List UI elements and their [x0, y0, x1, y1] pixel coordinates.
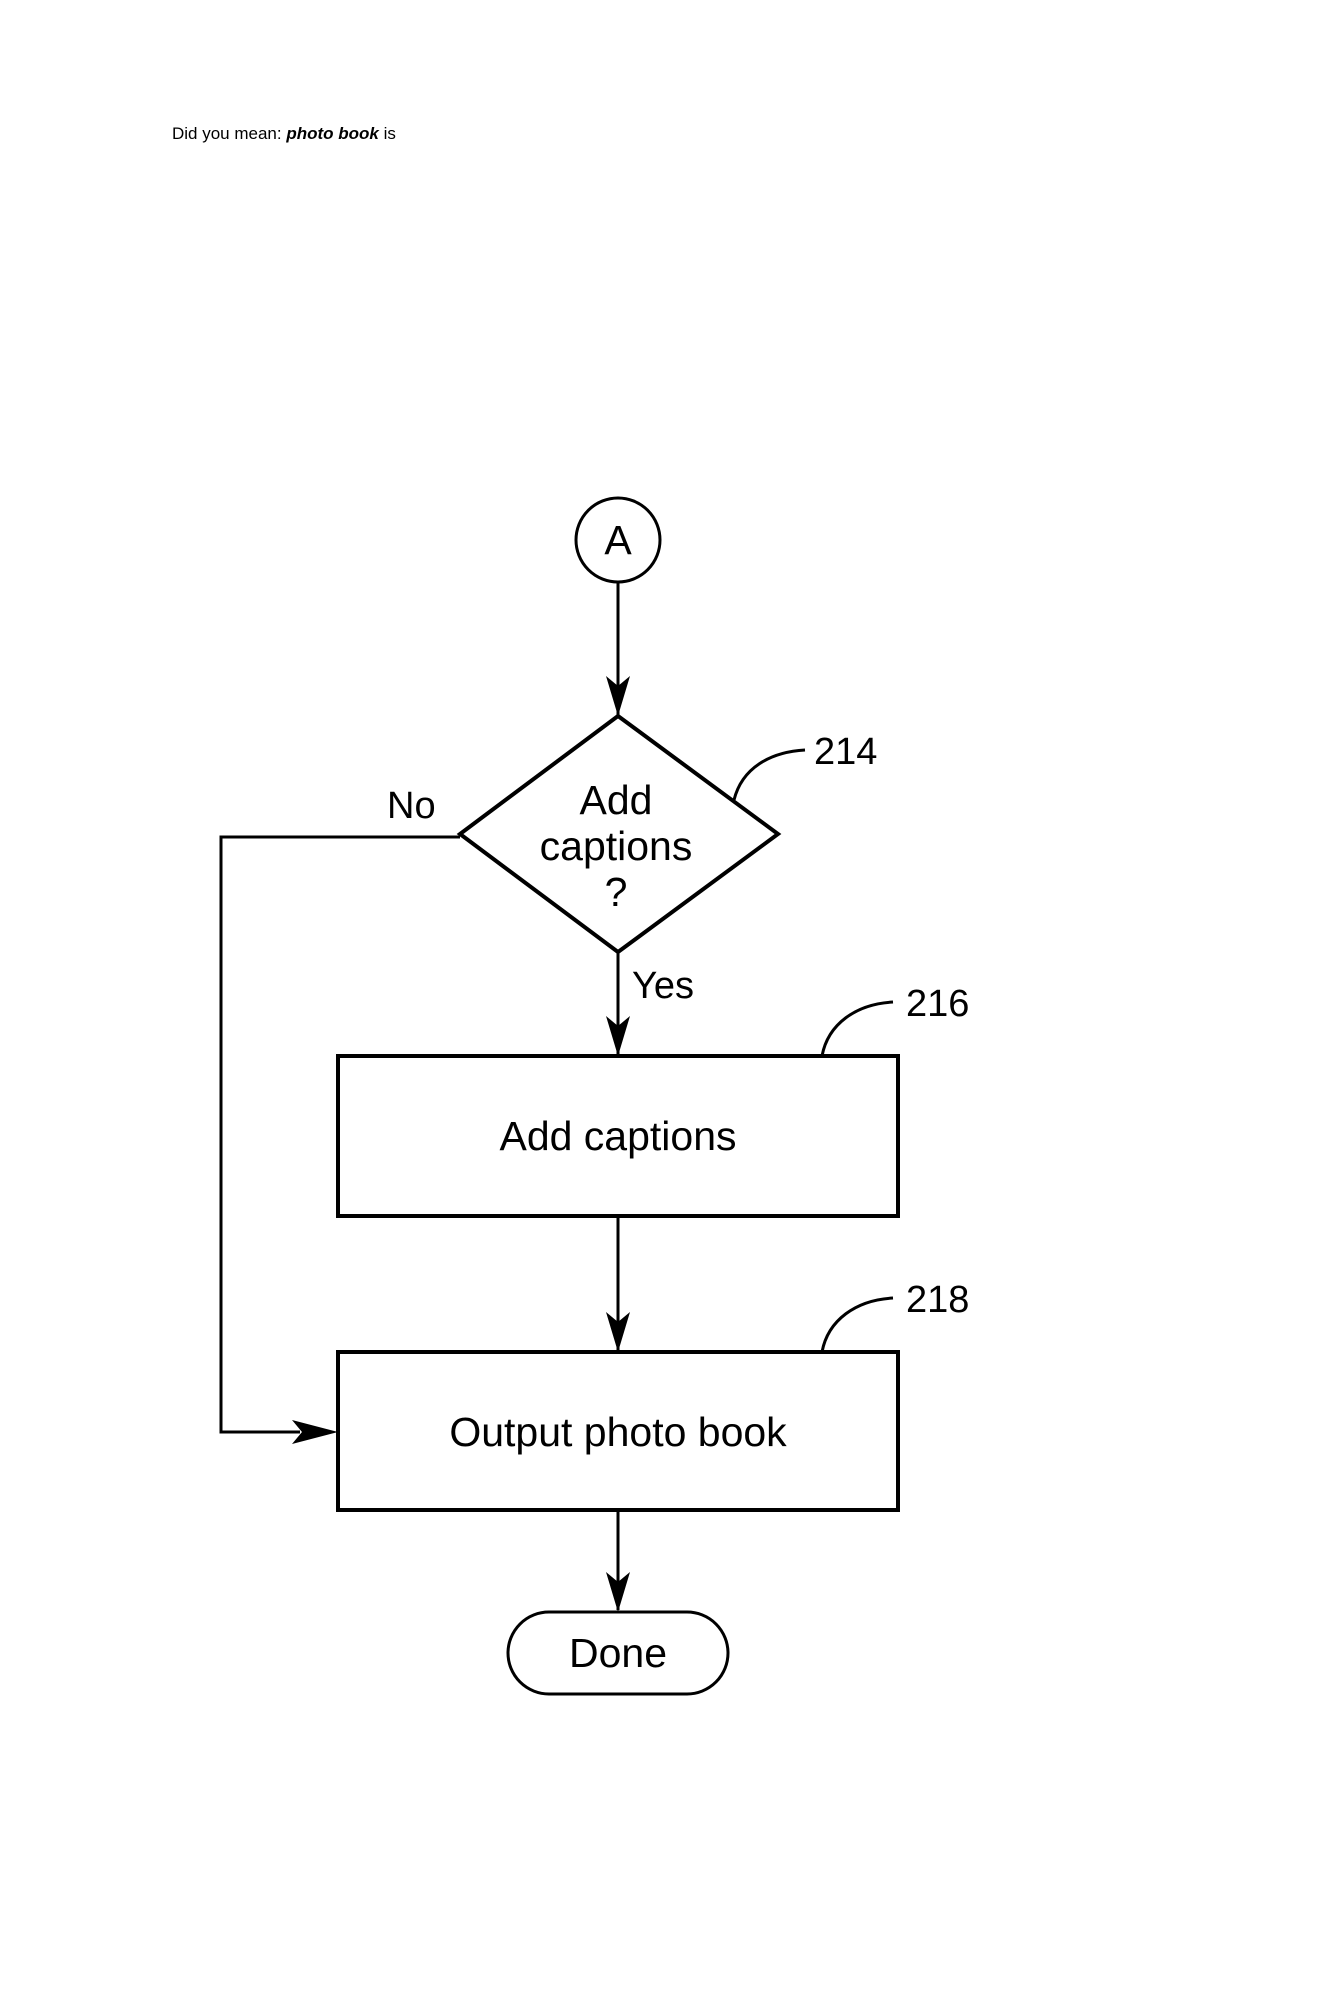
step-add-captions: Add captions [336, 1054, 900, 1218]
ref-214-leader [732, 748, 806, 801]
decision-line-1: Add [580, 777, 653, 823]
arrowhead-to-done [606, 1572, 630, 1612]
suggestion-prefix: Did you mean: [172, 124, 282, 143]
arrowhead-to-output [606, 1312, 630, 1352]
connector-a: A [574, 496, 662, 584]
terminal-done: Done [506, 1610, 730, 1696]
decision-line-2: captions [540, 823, 693, 869]
no-branch-arrowhead [292, 1420, 338, 1444]
connector-a-label: A [604, 517, 632, 563]
decision-add-captions: Add captions ? [456, 713, 782, 955]
suggestion-suffix: is [383, 124, 396, 143]
arrowhead-yes [606, 1016, 630, 1056]
ref-214: 214 [814, 731, 877, 773]
step-output-label: Output photo book [449, 1409, 787, 1455]
ref-218-leader [820, 1296, 894, 1353]
did-you-mean-suggestion: Did you mean: photo book is [172, 124, 396, 144]
step-output-photo-book: Output photo book [336, 1350, 900, 1512]
step-add-captions-label: Add captions [499, 1113, 736, 1159]
no-label: No [387, 785, 436, 827]
ref-216: 216 [906, 983, 969, 1025]
suggestion-term-link[interactable]: photo book [286, 124, 379, 143]
no-branch-path [219, 835, 460, 1434]
ref-216-leader [820, 1000, 894, 1057]
decision-line-3: ? [605, 869, 628, 915]
yes-label: Yes [632, 965, 694, 1007]
arrowhead-a-to-decision [606, 676, 630, 716]
ref-218: 218 [906, 1279, 969, 1321]
terminal-done-label: Done [569, 1630, 667, 1676]
